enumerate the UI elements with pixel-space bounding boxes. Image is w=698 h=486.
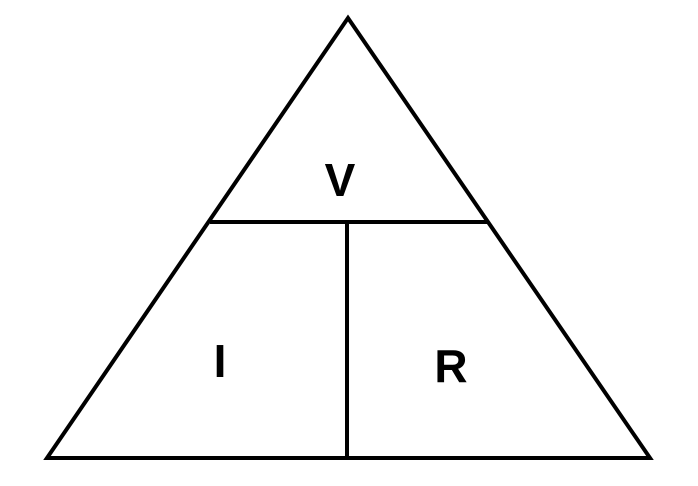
voltage-label: V bbox=[325, 154, 356, 206]
current-label: I bbox=[214, 335, 227, 387]
resistance-label: R bbox=[434, 340, 467, 392]
